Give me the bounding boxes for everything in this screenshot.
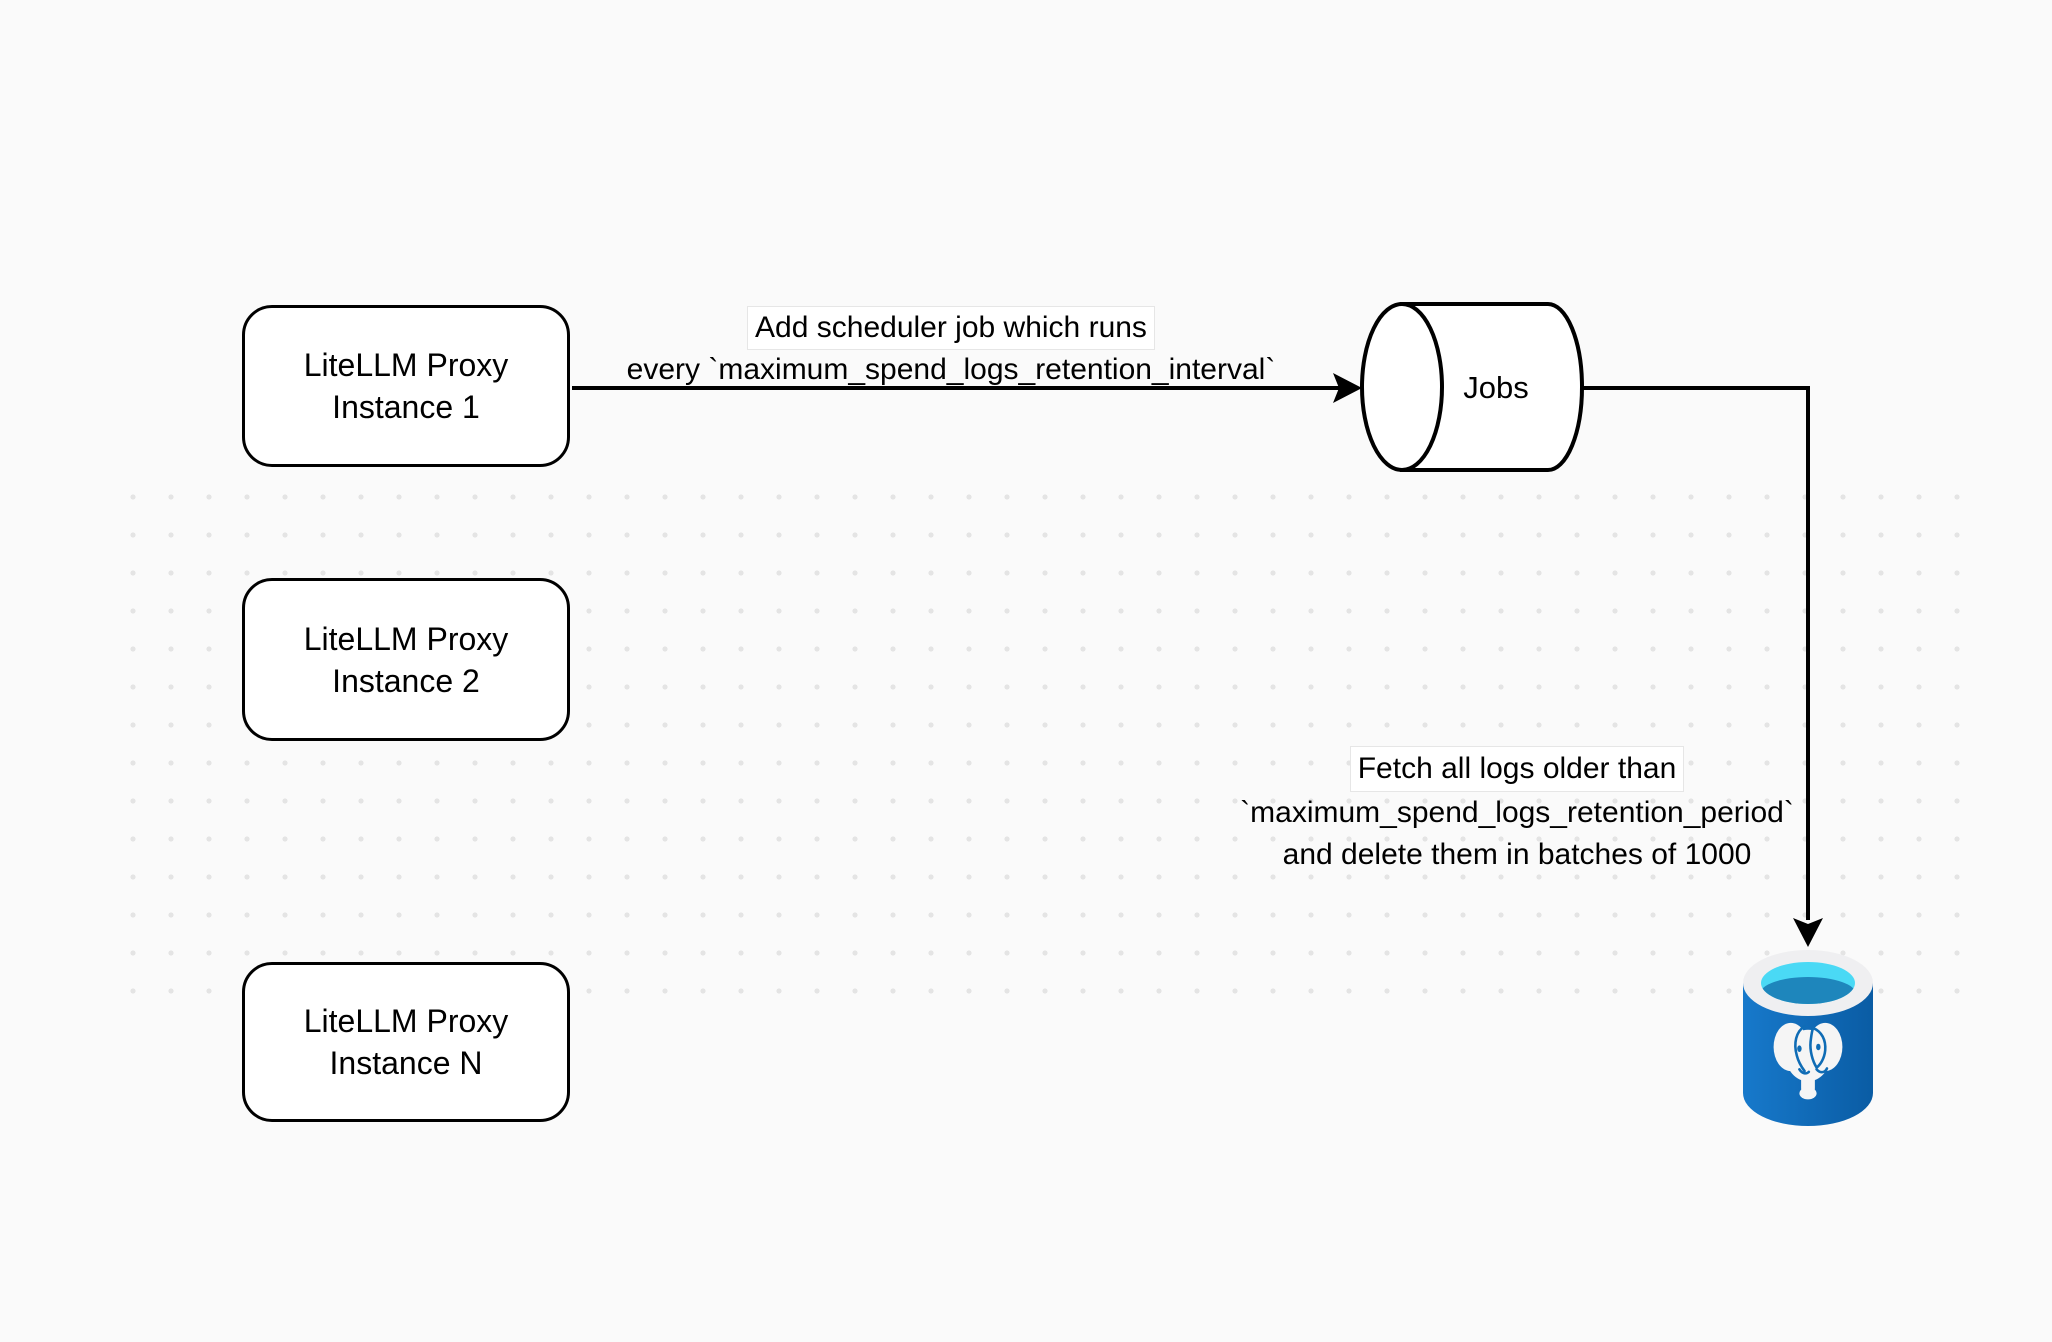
node-label: LiteLLM Proxy Instance N <box>303 1003 509 1081</box>
edge-label-line: every `maximum_spend_logs_retention_inte… <box>626 353 1276 386</box>
edge-label-line: Add scheduler job which runs <box>747 306 1155 350</box>
edge-jobs-db-line <box>1582 386 1810 920</box>
node-label: LiteLLM Proxy Instance 1 <box>303 347 509 425</box>
node-litellm-proxy-instance-2: LiteLLM Proxy Instance 2 <box>242 578 570 741</box>
edge-jobs-to-db <box>1582 386 1823 947</box>
arrowhead-into-db-icon <box>1793 918 1823 947</box>
jobs-queue-shape <box>1360 302 1584 472</box>
elephant-eyes <box>1797 1043 1821 1052</box>
node-litellm-proxy-instance-n: LiteLLM Proxy Instance N <box>242 962 570 1122</box>
node-litellm-proxy-instance-1: LiteLLM Proxy Instance 1 <box>242 305 570 467</box>
jobs-node-label: Jobs <box>1400 367 1592 409</box>
arrowhead-into-jobs-icon <box>1333 373 1362 403</box>
edge-label-line: `maximum_spend_logs_retention_period` <box>1240 796 1794 829</box>
edge-label-line: and delete them in batches of 1000 <box>1282 838 1752 871</box>
edge-label-line: Fetch all logs older than <box>1349 746 1685 792</box>
edge-proxy1-to-jobs <box>572 373 1362 403</box>
jobs-cylinder-cap <box>1360 302 1444 472</box>
edge-label-fetch-delete-logs: Fetch all logs older than `maximum_spend… <box>1167 746 1867 876</box>
node-label: LiteLLM Proxy Instance 2 <box>303 620 509 699</box>
postgres-database-icon <box>1743 950 1873 1126</box>
jobs-cylinder-body <box>1400 302 1584 472</box>
elephant-detail-lines <box>1794 1025 1829 1075</box>
edge-label-scheduler-job: Add scheduler job which runs every `maxi… <box>601 306 1301 390</box>
grid-dots-background <box>114 478 1976 1010</box>
postgres-elephant-icon <box>1773 1022 1843 1100</box>
node-label: Jobs <box>1463 370 1529 405</box>
